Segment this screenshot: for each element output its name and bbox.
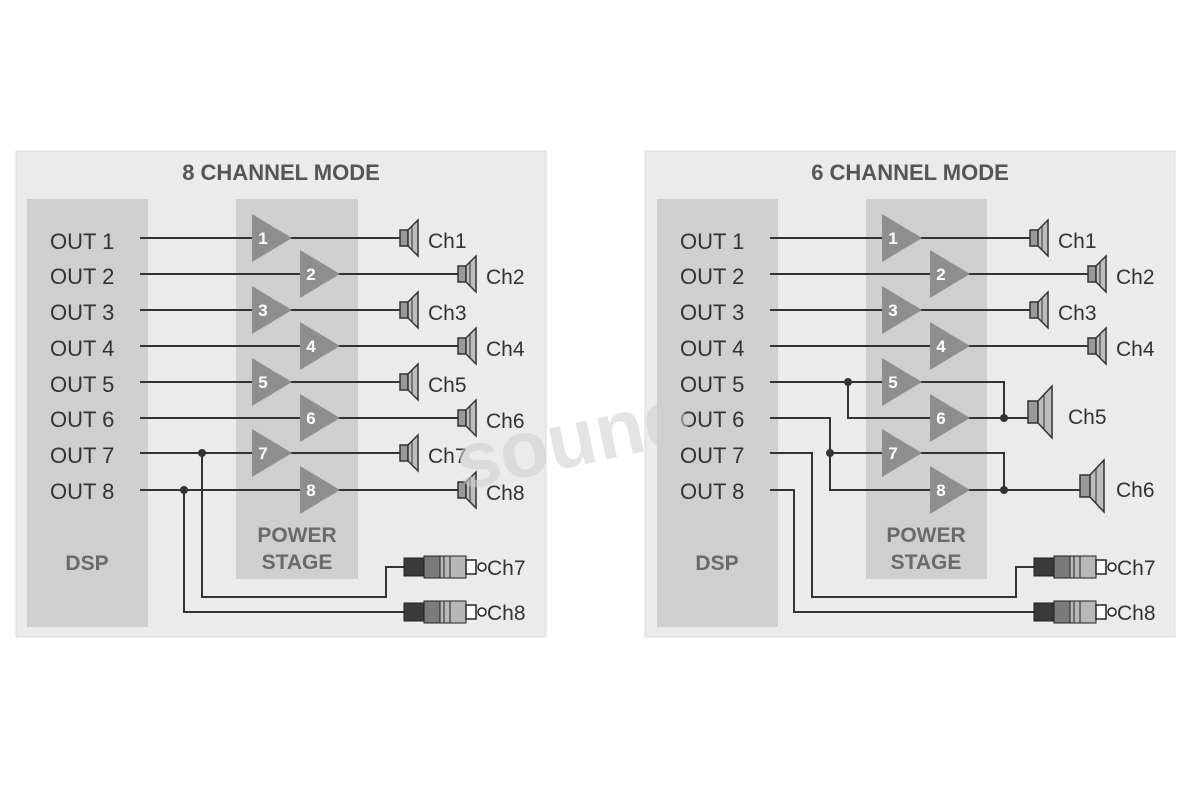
speaker-label: Ch1 — [1058, 230, 1097, 253]
svg-text:2: 2 — [936, 265, 945, 284]
power-stage-label-2: STAGE — [891, 551, 962, 574]
rca-label: Ch8 — [487, 602, 526, 625]
svg-text:8: 8 — [306, 481, 315, 500]
speaker-label: Ch4 — [1116, 338, 1155, 361]
output-label: OUT 6 — [680, 407, 744, 432]
svg-text:8: 8 — [936, 481, 945, 500]
rca-connector-icon — [1033, 600, 1117, 624]
speaker-label: Ch2 — [1116, 266, 1155, 289]
output-label: OUT 4 — [680, 336, 744, 361]
speaker-label: Ch5 — [1068, 406, 1107, 429]
output-label: OUT 1 — [680, 229, 744, 254]
amplifier-triangle-7: 7 — [252, 429, 292, 477]
amplifier-triangle-6: 6 — [300, 394, 340, 442]
rca-connector-icon — [403, 600, 487, 624]
speaker-label: Ch1 — [428, 230, 467, 253]
svg-text:1: 1 — [258, 229, 267, 248]
speaker-label: Ch6 — [486, 410, 525, 433]
rca-label: Ch7 — [487, 557, 526, 580]
svg-text:7: 7 — [258, 444, 267, 463]
amplifier-triangle-6: 6 — [930, 394, 970, 442]
svg-text:7: 7 — [888, 444, 897, 463]
amplifier-triangle-3: 3 — [252, 286, 292, 334]
output-label: OUT 6 — [50, 407, 114, 432]
dsp-label: DSP — [695, 552, 738, 575]
power-stage-label-1: POWER — [886, 524, 965, 547]
output-label: OUT 2 — [680, 264, 744, 289]
output-label: OUT 8 — [50, 479, 114, 504]
speaker-label: Ch4 — [486, 338, 525, 361]
panel-8-channel: 8 CHANNEL MODE DSP POWER STAGE OUT 1 OUT… — [15, 150, 547, 638]
amplifier-triangle-4: 4 — [930, 322, 970, 370]
output-label: OUT 8 — [680, 479, 744, 504]
rca-connector-icon — [403, 555, 487, 579]
rca-label: Ch8 — [1117, 602, 1156, 625]
svg-text:5: 5 — [258, 373, 267, 392]
output-label: OUT 3 — [50, 300, 114, 325]
amplifier-triangle-5: 5 — [252, 358, 292, 406]
svg-text:3: 3 — [258, 301, 267, 320]
amplifier-triangle-4: 4 — [300, 322, 340, 370]
output-label: OUT 1 — [50, 229, 114, 254]
speaker-label: Ch8 — [486, 482, 525, 505]
amplifier-triangle-8: 8 — [930, 466, 970, 514]
output-label: OUT 7 — [680, 443, 744, 468]
output-label: OUT 3 — [680, 300, 744, 325]
speaker-label: Ch3 — [428, 302, 467, 325]
dsp-block — [657, 199, 778, 627]
speaker-label: Ch5 — [428, 374, 467, 397]
output-label: OUT 7 — [50, 443, 114, 468]
power-stage-label-1: POWER — [257, 524, 336, 547]
amplifier-triangle-2: 2 — [930, 250, 970, 298]
rca-label: Ch7 — [1117, 557, 1156, 580]
amplifier-triangle-2: 2 — [300, 250, 340, 298]
rca-connector-icon — [1033, 555, 1117, 579]
speaker-label: Ch6 — [1116, 479, 1155, 502]
dsp-block — [27, 199, 148, 627]
amplifier-triangle-3: 3 — [882, 286, 922, 334]
speaker-label: Ch3 — [1058, 302, 1097, 325]
svg-text:6: 6 — [936, 409, 945, 428]
output-label: OUT 5 — [680, 372, 744, 397]
svg-text:1: 1 — [888, 229, 897, 248]
speaker-label: Ch2 — [486, 266, 525, 289]
svg-text:3: 3 — [888, 301, 897, 320]
output-label: OUT 2 — [50, 264, 114, 289]
amplifier-triangle-5: 5 — [882, 358, 922, 406]
svg-text:6: 6 — [306, 409, 315, 428]
svg-text:4: 4 — [936, 337, 946, 356]
svg-text:2: 2 — [306, 265, 315, 284]
amplifier-triangle-1: 1 — [252, 214, 292, 262]
amplifier-triangle-8: 8 — [300, 466, 340, 514]
panel-title: 6 CHANNEL MODE — [811, 160, 1009, 185]
panel-6-channel: 6 CHANNEL MODE DSP POWER STAGE OUT 1 OUT… — [644, 150, 1176, 638]
panel-title: 8 CHANNEL MODE — [182, 160, 380, 185]
amplifier-triangle-7: 7 — [882, 429, 922, 477]
amplifier-triangle-1: 1 — [882, 214, 922, 262]
dsp-label: DSP — [65, 552, 108, 575]
power-stage-label-2: STAGE — [262, 551, 333, 574]
output-label: OUT 5 — [50, 372, 114, 397]
speaker-label: Ch7 — [428, 445, 467, 468]
svg-text:4: 4 — [306, 337, 316, 356]
output-label: OUT 4 — [50, 336, 114, 361]
svg-text:5: 5 — [888, 373, 897, 392]
